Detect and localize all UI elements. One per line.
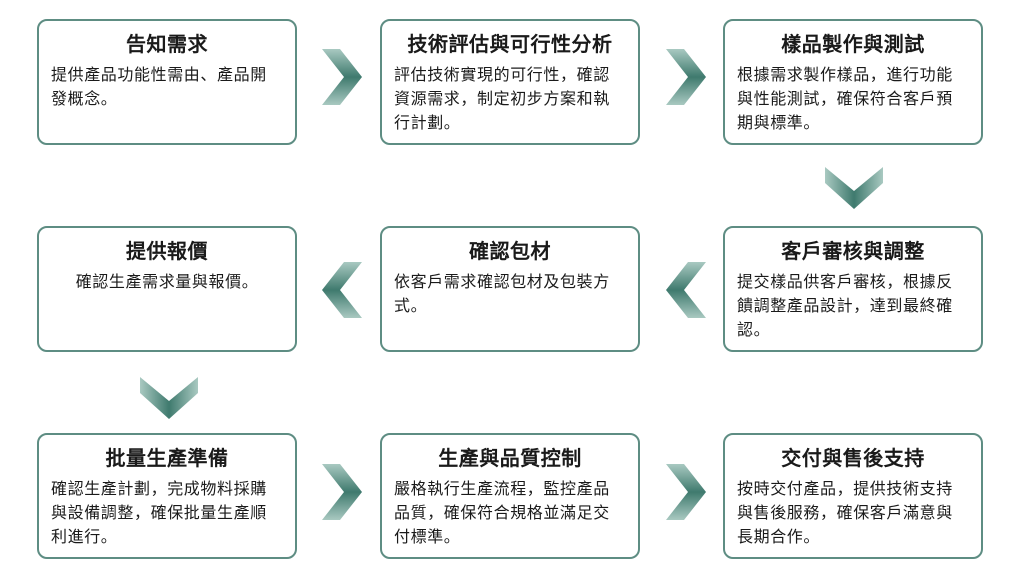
step-box-9: 交付與售後支持 按時交付產品，提供技術支持與售後服務，確保客戶滿意與長期合作。: [723, 433, 983, 559]
step-box-1: 告知需求 提供產品功能性需由、產品開發概念。: [37, 19, 297, 145]
step-title: 生產與品質控制: [438, 446, 582, 470]
step-box-5: 確認包材 依客戶需求確認包材及包裝方式。: [380, 226, 640, 352]
step-title: 客戶審核與調整: [781, 239, 925, 263]
arrow-left-icon: [662, 260, 710, 320]
arrow-right-icon: [662, 462, 710, 522]
step-description: 根據需求製作樣品，進行功能與性能測試，確保符合客戶預期與標準。: [737, 65, 953, 132]
step-title: 確認包材: [469, 239, 551, 263]
step-title: 批量生產準備: [105, 446, 229, 470]
arrow-right-icon: [662, 47, 710, 107]
arrow-down-icon: [823, 163, 885, 211]
arrow-down-icon: [138, 373, 200, 421]
step-box-4: 客戶審核與調整 提交樣品供客戶審核，根據反饋調整產品設計，達到最終確認。: [723, 226, 983, 352]
arrow-right-icon: [318, 462, 366, 522]
step-box-7: 批量生產準備 確認生產計劃，完成物料採購與設備調整，確保批量生產順利進行。: [37, 433, 297, 559]
step-description: 提交樣品供客戶審核，根據反饋調整產品設計，達到最終確認。: [737, 272, 953, 339]
step-description: 嚴格執行生產流程，監控產品品質，確保符合規格並滿足交付標準。: [394, 479, 610, 546]
step-box-6: 提供報價 確認生產需求量與報價。: [37, 226, 297, 352]
step-title: 樣品製作與測試: [781, 32, 925, 56]
step-description: 按時交付產品，提供技術支持與售後服務，確保客戶滿意與長期合作。: [737, 479, 953, 546]
arrow-right-icon: [318, 47, 366, 107]
step-description: 依客戶需求確認包材及包裝方式。: [394, 272, 610, 315]
step-title: 交付與售後支持: [781, 446, 925, 470]
step-description: 評估技術實現的可行性，確認資源需求，制定初步方案和執行計劃。: [394, 65, 610, 132]
arrow-left-icon: [318, 260, 366, 320]
step-description: 確認生產需求量與報價。: [75, 272, 259, 291]
step-title: 提供報價: [126, 239, 208, 263]
step-box-8: 生產與品質控制 嚴格執行生產流程，監控產品品質，確保符合規格並滿足交付標準。: [380, 433, 640, 559]
step-title: 技術評估與可行性分析: [407, 32, 613, 56]
step-title: 告知需求: [126, 32, 208, 56]
step-box-3: 樣品製作與測試 根據需求製作樣品，進行功能與性能測試，確保符合客戶預期與標準。: [723, 19, 983, 145]
step-description: 確認生產計劃，完成物料採購與設備調整，確保批量生產順利進行。: [51, 479, 267, 546]
step-description: 提供產品功能性需由、產品開發概念。: [51, 65, 267, 108]
step-box-2: 技術評估與可行性分析 評估技術實現的可行性，確認資源需求，制定初步方案和執行計劃…: [380, 19, 640, 145]
